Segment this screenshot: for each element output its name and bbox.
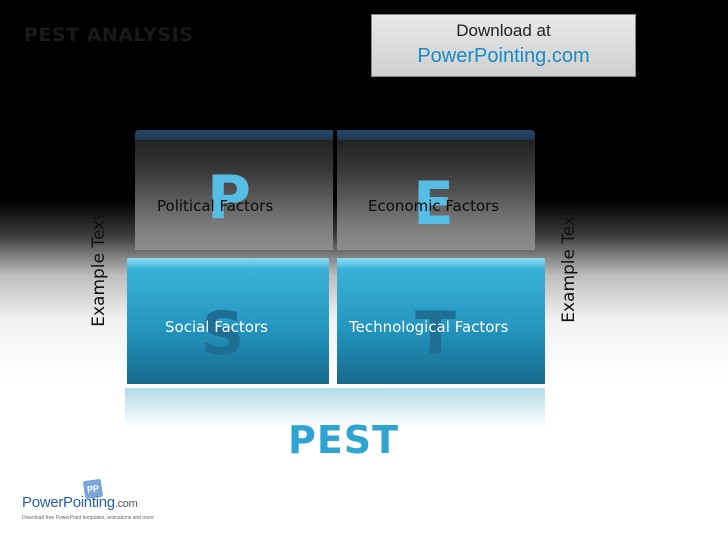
quadrant-social	[127, 258, 329, 384]
label-social-factors: Social Factors	[165, 318, 268, 336]
logo-com: .com	[114, 498, 138, 510]
slide-title: PEST ANALYSIS	[24, 24, 194, 46]
label-economic-factors: Economic Factors	[368, 197, 500, 215]
download-label: Download at	[456, 21, 551, 40]
letter-t: T	[415, 299, 456, 369]
pest-center-label: PEST	[288, 418, 400, 462]
side-label-right: Example Text	[558, 209, 579, 323]
quadrant-economic	[337, 130, 535, 250]
letter-s: S	[201, 299, 245, 369]
logo-power: Power	[22, 494, 64, 511]
logo-tagline: Download free PowerPoint templates, anim…	[22, 515, 154, 521]
logo-pointing: Pointing	[63, 494, 115, 511]
grid-reflection	[125, 388, 545, 428]
label-political-factors: Political Factors	[157, 197, 274, 215]
download-banner[interactable]: Download at PowerPointing.com	[371, 14, 636, 77]
letter-p: P	[207, 163, 251, 233]
powerpointing-logo[interactable]: PP PowerPointing.com Download free Power…	[22, 478, 172, 530]
download-link[interactable]: PowerPointing.com	[417, 45, 590, 67]
pest-grid: P E S T Political Factors Economic Facto…	[125, 130, 545, 428]
quadrant-technological	[337, 258, 545, 384]
logo-wordmark: PowerPointing.com	[22, 494, 138, 511]
label-technological-factors: Technological Factors	[349, 318, 509, 336]
letter-e: E	[413, 169, 454, 239]
side-label-left: Example Text	[88, 213, 109, 327]
quadrant-political	[135, 130, 333, 250]
